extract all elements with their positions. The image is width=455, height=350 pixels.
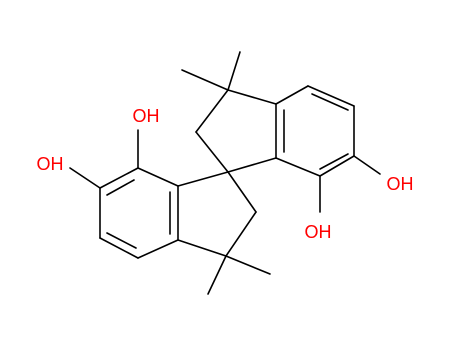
bond	[99, 167, 139, 189]
bond	[227, 89, 277, 105]
bond	[319, 155, 355, 177]
bond	[353, 155, 381, 175]
bond	[69, 167, 101, 189]
bond	[106, 179, 135, 196]
bond	[227, 171, 257, 213]
bond	[99, 237, 139, 259]
bond	[225, 255, 271, 275]
bond	[106, 232, 137, 249]
hydroxyl-label: OH	[37, 154, 64, 174]
bond	[319, 153, 349, 170]
bond	[227, 157, 277, 173]
bond	[137, 239, 179, 259]
hydroxyl-label: OH	[387, 174, 414, 194]
bond	[195, 131, 229, 173]
bond-lines	[69, 51, 381, 295]
bond	[137, 167, 179, 187]
bond	[275, 85, 309, 105]
atom-labels: OH OH OH OH	[37, 106, 414, 242]
bond	[207, 255, 227, 295]
bond	[225, 211, 257, 257]
bond	[275, 157, 321, 177]
hydroxyl-label: OH	[133, 106, 160, 126]
bond	[311, 93, 349, 111]
bond	[177, 239, 227, 257]
hydroxyl-label: OH	[305, 222, 332, 242]
bond	[227, 51, 241, 91]
bond	[177, 171, 229, 187]
bond	[181, 69, 229, 91]
bond	[195, 89, 229, 133]
bond	[307, 85, 355, 107]
